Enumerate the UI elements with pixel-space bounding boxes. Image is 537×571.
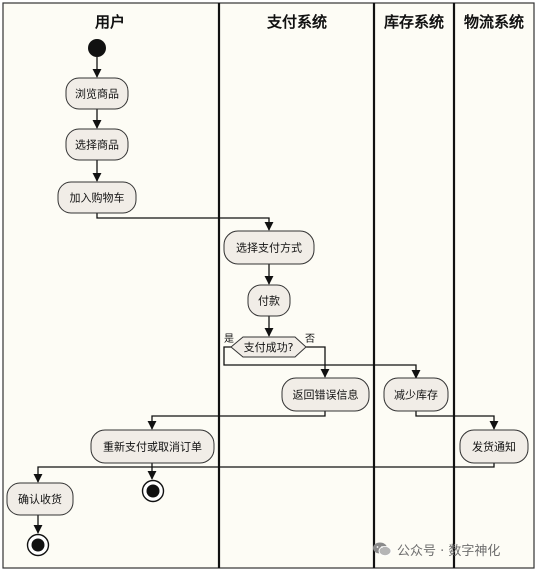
edge-ship-confirm (33, 463, 495, 483)
branch-label-yes: 是 (224, 333, 234, 345)
activity-browse-products: 浏览商品 (65, 77, 129, 110)
end-node-cancel (141, 479, 165, 503)
lane-title-inventory: 库存系统 (384, 13, 444, 31)
svg-text:确认收货: 确认收货 (18, 492, 62, 506)
svg-text:付款: 付款 (258, 294, 280, 308)
wechat-icon (373, 542, 392, 556)
edge-addcart-choosepay (96, 213, 274, 231)
lane-title-logistics: 物流系统 (464, 13, 524, 31)
activity-select-products: 选择商品 (65, 128, 129, 161)
svg-text:支付成功?: 支付成功? (244, 341, 294, 354)
activity-choose-payment: 选择支付方式 (223, 230, 315, 265)
svg-text:返回错误信息: 返回错误信息 (293, 388, 359, 402)
activity-pay: 付款 (247, 284, 291, 317)
branch-label-no: 否 (305, 333, 315, 345)
activity-confirm-receipt: 确认收货 (6, 482, 74, 516)
svg-text:选择商品: 选择商品 (75, 138, 119, 152)
svg-text:重新支付或取消订单: 重新支付或取消订单 (103, 440, 202, 454)
activity-add-to-cart: 加入购物车 (57, 181, 137, 214)
activity-reduce-stock: 减少库存 (383, 377, 449, 412)
decision-payment-success: 支付成功? (230, 336, 307, 358)
lane-title-payment: 支付系统 (266, 13, 327, 31)
start-node (88, 39, 106, 57)
watermark: 公众号 · 数字神化 (372, 540, 501, 559)
activity-return-error: 返回错误信息 (281, 377, 370, 412)
svg-text:减少库存: 减少库存 (394, 388, 438, 402)
end-node-complete (26, 533, 50, 557)
edge-reducestock-ship (415, 411, 499, 430)
edge-returnerror-repay (147, 411, 326, 430)
activity-repay-or-cancel: 重新支付或取消订单 (90, 429, 215, 464)
watermark-text: 公众号 · 数字神化 (397, 543, 501, 559)
svg-text:选择支付方式: 选择支付方式 (236, 241, 302, 255)
flow-connectors (33, 57, 499, 534)
edge-no-returnerror (306, 346, 330, 378)
svg-text:浏览商品: 浏览商品 (75, 87, 119, 101)
swimlane-separators (217, 3, 456, 568)
edge-yes-reducestock (223, 346, 421, 379)
lane-title-user: 用户 (95, 13, 125, 31)
activity-shipping-notice: 发货通知 (459, 429, 529, 464)
svg-text:加入购物车: 加入购物车 (70, 191, 125, 205)
svg-text:发货通知: 发货通知 (472, 440, 516, 454)
